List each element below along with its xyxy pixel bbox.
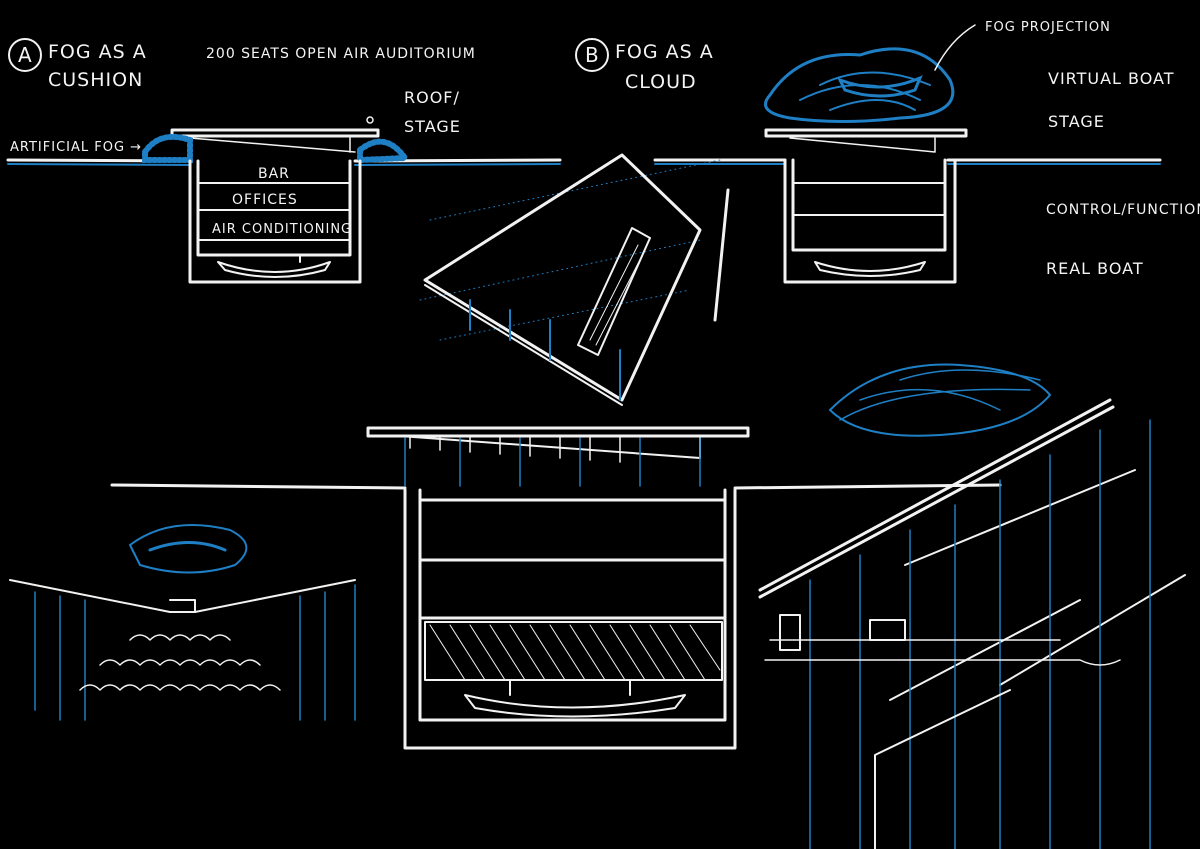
roof-stage-label-2: STAGE <box>404 117 461 136</box>
axonometric-roof <box>419 153 730 406</box>
marker-b-circle <box>575 38 609 72</box>
annotation-labels: A FOG AS A CUSHION 200 SEATS OPEN AIR AU… <box>8 20 1200 278</box>
section-b-drawing <box>653 24 1162 284</box>
real-boat-b <box>814 261 926 277</box>
option-b-title-2: CLOUD <box>625 71 697 93</box>
section-a-drawing <box>6 116 562 284</box>
fog-cloud-b <box>764 47 955 123</box>
option-b-title-1: FOG AS A <box>615 41 714 63</box>
marker-a-circle <box>8 38 42 72</box>
hatched-technical-floor <box>424 621 723 681</box>
virtual-boat-label: VIRTUAL BOAT <box>1048 69 1175 88</box>
real-boat-a <box>217 254 331 278</box>
control-functions-label: CONTROL/FUNCTIONS <box>1046 202 1200 218</box>
bar-label: BAR <box>258 166 290 182</box>
fog-projection-label: FOG PROJECTION <box>985 20 1111 35</box>
roof-stage-label-1: ROOF/ <box>404 88 460 107</box>
artificial-fog-label: ARTIFICIAL FOG → <box>10 140 142 155</box>
real-boat-label: REAL BOAT <box>1046 259 1144 278</box>
auditorium-label: 200 SEATS OPEN AIR AUDITORIUM <box>206 46 476 62</box>
long-section <box>110 426 1002 750</box>
air-conditioning-label: AIR CONDITIONING <box>212 222 352 237</box>
waterfront-perspective <box>758 363 1186 849</box>
fog-cushion-left <box>142 134 193 163</box>
real-boat-section <box>464 679 686 718</box>
stage-label: STAGE <box>1048 112 1105 131</box>
offices-label: OFFICES <box>232 192 298 208</box>
fog-cushion-right <box>357 138 411 164</box>
virtual-boat <box>836 75 923 98</box>
audience-crowd <box>79 634 281 691</box>
option-a-title-2: CUSHION <box>48 69 143 91</box>
option-b-marker: B <box>585 43 600 67</box>
option-a-marker: A <box>18 43 33 67</box>
auditorium-perspective <box>9 524 356 721</box>
option-a-title-1: FOG AS A <box>48 41 147 63</box>
